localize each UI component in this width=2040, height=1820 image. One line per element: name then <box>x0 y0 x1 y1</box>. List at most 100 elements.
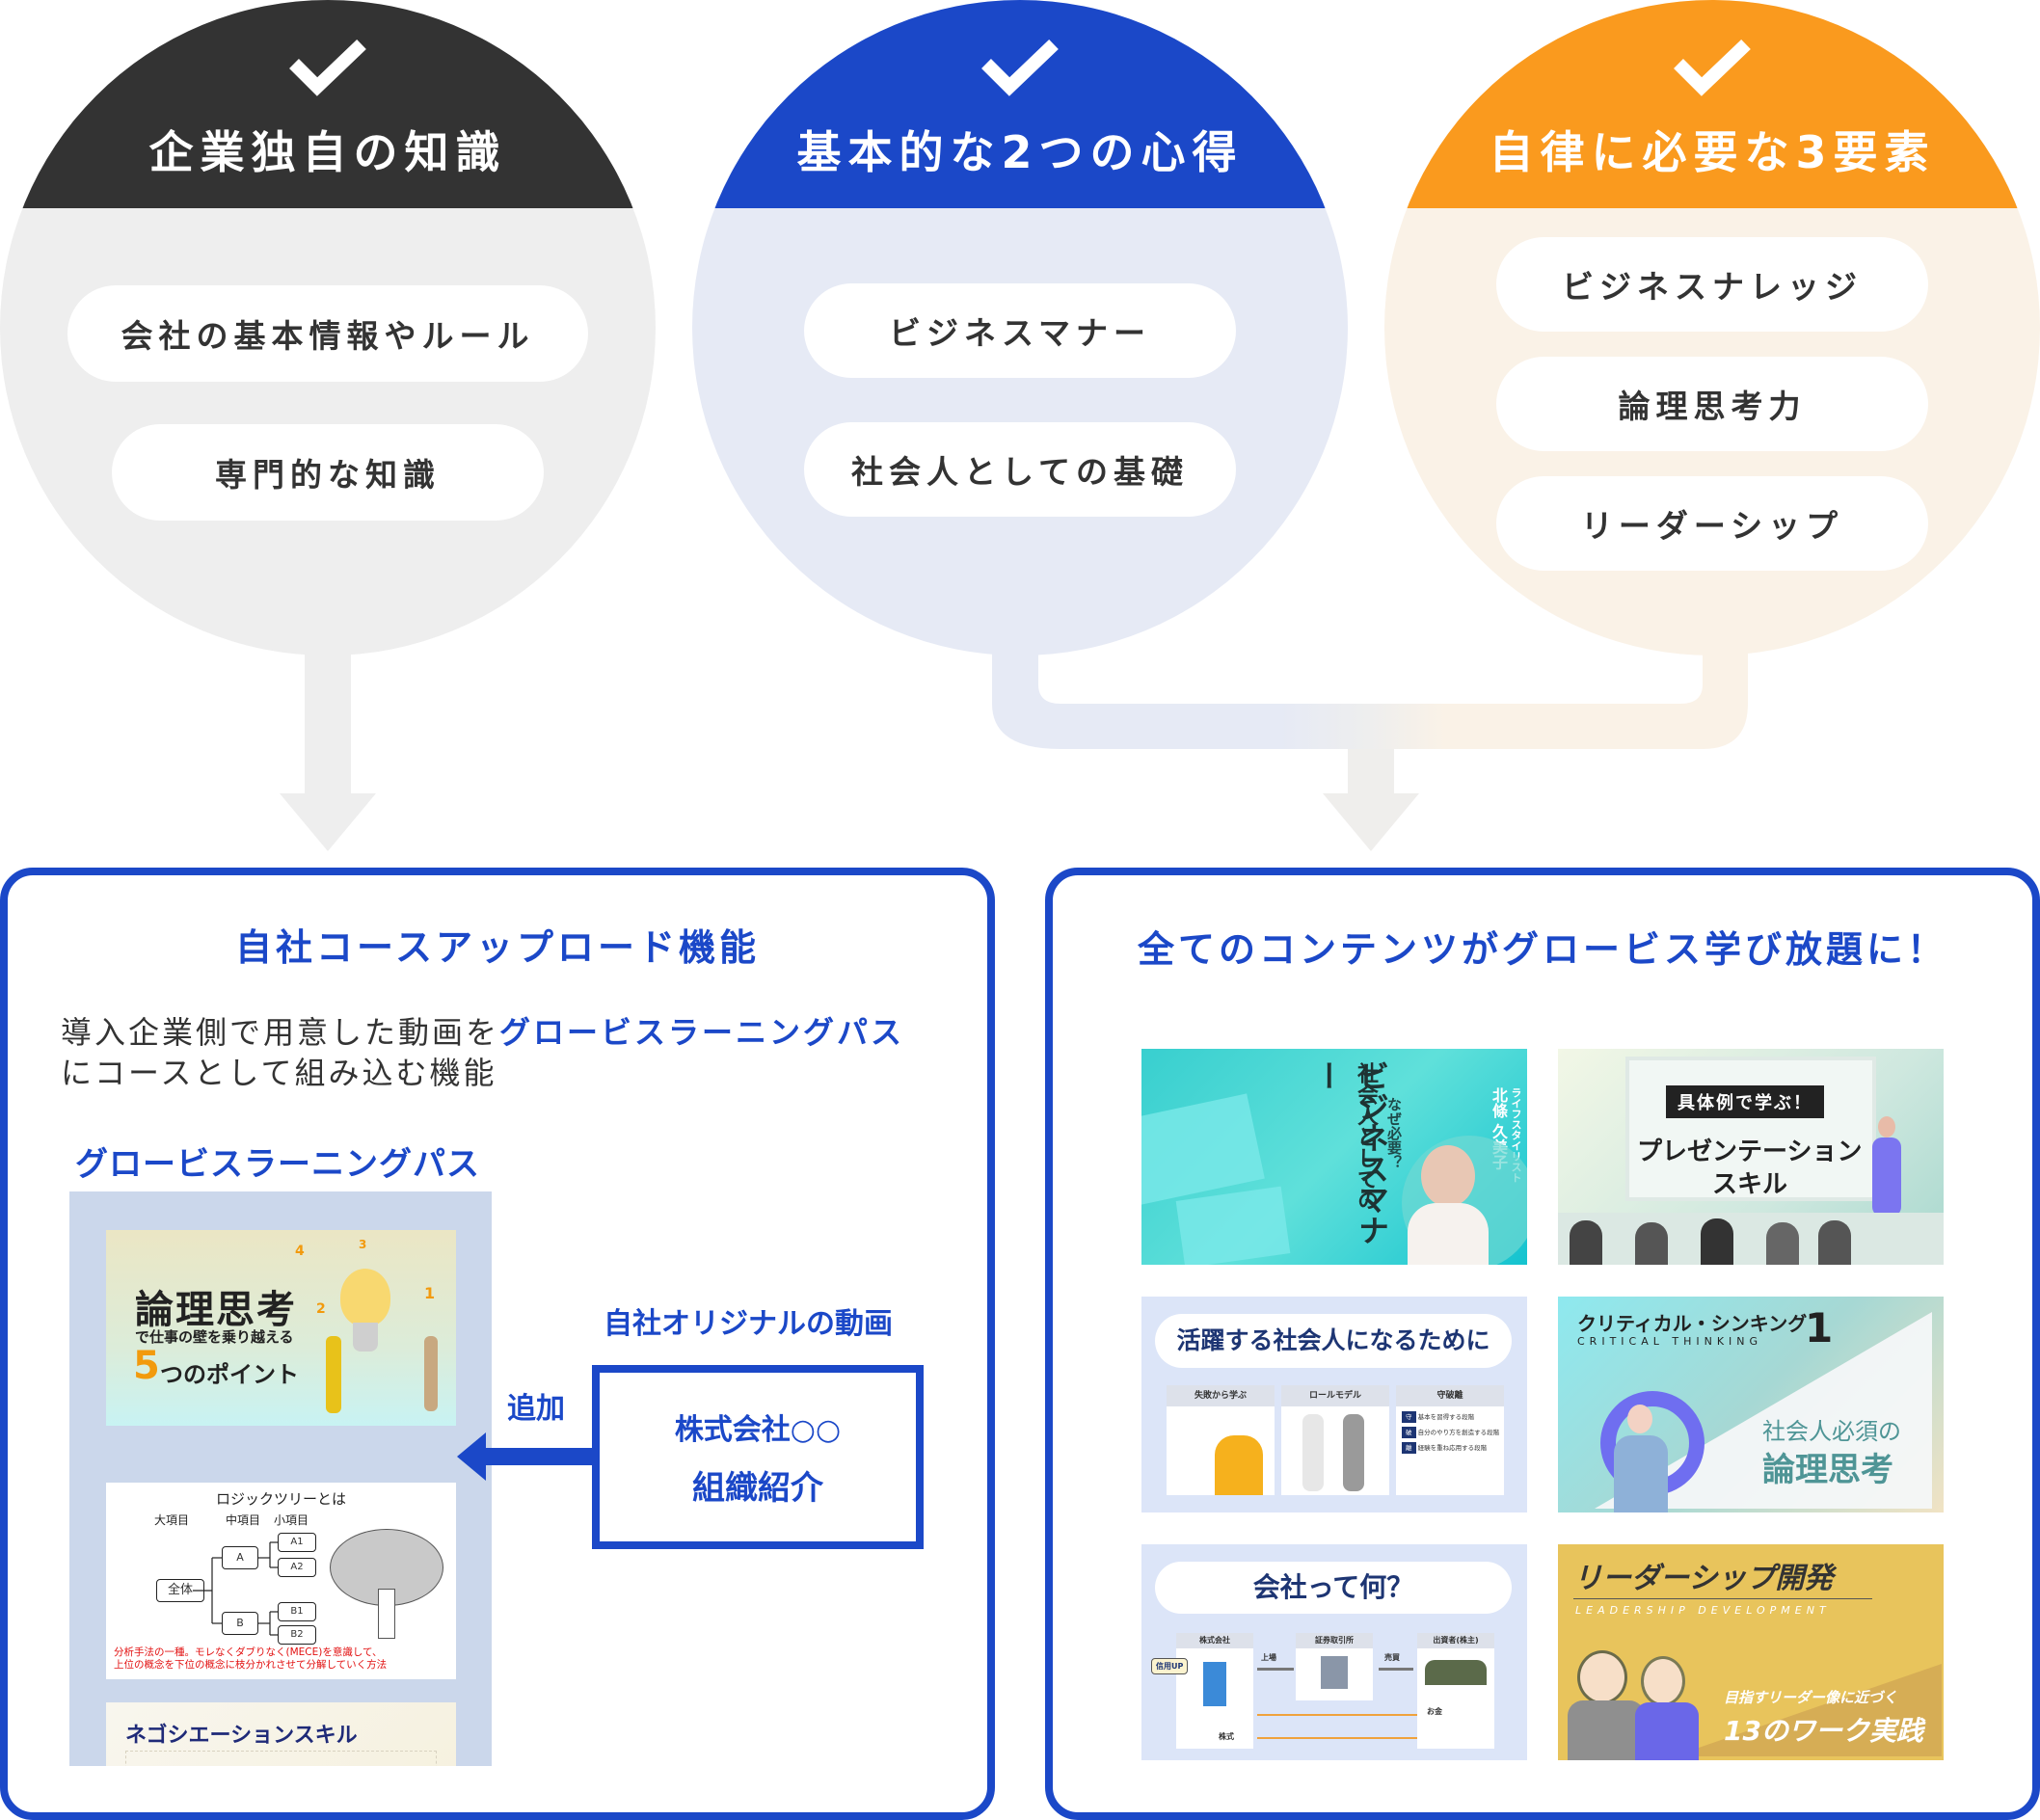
person-head <box>1627 1405 1652 1433</box>
thumb-title: リーダーシップ開発 <box>1573 1562 1834 1595</box>
thumb-title-en: LEADERSHIP DEVELOPMENT <box>1575 1604 1831 1617</box>
pill-item: ビジネスナレッジ <box>1496 237 1928 332</box>
tree-node: B2 <box>278 1625 316 1645</box>
tree-trunk <box>378 1589 395 1639</box>
thumb-subtitle: 論理思考 <box>1762 1451 1893 1489</box>
presenter-photo <box>1421 1145 1475 1207</box>
circle-company-knowledge: 企業独自の知識 会社の基本情報やルール 専門的な知識 <box>0 0 656 656</box>
thumb-number: 5 <box>133 1344 160 1388</box>
pill-item: ビジネスマナー <box>804 283 1236 378</box>
shareholders-icon <box>1425 1660 1487 1685</box>
thumb-title-en: CRITICAL THINKING <box>1577 1335 1763 1348</box>
circle-header: 基本的な2つの心得 <box>692 0 1348 208</box>
circle-title: 基本的な2つの心得 <box>796 126 1244 178</box>
audience-member <box>1635 1222 1668 1265</box>
description-text: 導入企業側で用意した動画を <box>61 1014 500 1051</box>
node-label: 株式会社 <box>1176 1633 1253 1648</box>
exchange-building-icon <box>1321 1656 1348 1689</box>
audience-member <box>1701 1218 1733 1265</box>
business-card-graphic <box>1141 1093 1265 1207</box>
level-label: 小項目 <box>274 1513 309 1527</box>
checkmark-icon <box>981 39 1059 96</box>
lightbulb-icon <box>336 1269 393 1375</box>
content-thumbnail[interactable]: リーダーシップ開発 LEADERSHIP DEVELOPMENT 目指すリーダー… <box>1558 1544 1944 1760</box>
badge: 1 <box>424 1284 436 1302</box>
thumb-number: 1 <box>1805 1304 1834 1352</box>
level-label: 中項目 <box>226 1513 261 1527</box>
tree-node: B1 <box>278 1602 316 1621</box>
info-card: 守破離 守 基本を習得する段階 破 自分のやり方を創造する段階 離 経験を重ね応… <box>1396 1385 1504 1495</box>
character-illustration <box>1302 1414 1324 1491</box>
thumb-badge: 具体例で学ぶ！ <box>1666 1085 1824 1118</box>
thumb-title: 会社って何？ <box>1155 1562 1512 1614</box>
node-label: 出資者(株主) <box>1417 1633 1494 1648</box>
thumb-title: ビジネスマナー <box>1309 1060 1390 1245</box>
presenter-figure <box>1872 1138 1901 1217</box>
step-text: 経験を重ね応用する段階 <box>1417 1444 1488 1452</box>
thumb-note: 分析手法の一種。モレなくダブりなく(MECE)を意識して、 上位の概念を下位の概… <box>114 1646 387 1672</box>
level-label: 大項目 <box>154 1513 190 1527</box>
course-thumbnail[interactable]: 論理思考 で仕事の壁を乗り越える 5 つのポイント 2 1 3 4 <box>106 1230 456 1426</box>
character-illustration <box>1343 1414 1364 1491</box>
accent-band <box>1674 1664 1942 1756</box>
platform-subheading: グロービスラーニングパス <box>75 1145 480 1184</box>
steps-list: 守 基本を習得する段階 破 自分のやり方を創造する段階 離 経験を重ね応用する段… <box>1402 1411 1499 1454</box>
pill-item: 社会人としての基礎 <box>804 422 1236 517</box>
panel-description: 導入企業側で用意した動画をグロービスラーニングパス にコースとして組み込む機能 <box>61 1012 904 1093</box>
content-thumbnail[interactable]: 会社って何？ 株式会社 信用UP 証券取引所 出資者(株主) 上場 売買 お金 … <box>1141 1544 1527 1760</box>
arrow-down-icon <box>1323 793 1419 851</box>
arrow-down-icon <box>280 793 376 851</box>
business-card-graphic <box>1175 1186 1291 1265</box>
original-video-label: 自社オリジナルの動画 <box>604 1307 893 1341</box>
tree-node: A1 <box>278 1533 316 1552</box>
thumb-title: ネゴシエーションスキル <box>125 1724 358 1748</box>
thumb-kicker: なぜ必要？ <box>1385 1097 1403 1169</box>
description-text: にコースとして組み込む機能 <box>61 1055 497 1091</box>
leader-body <box>1635 1702 1699 1760</box>
circle-header: 企業独自の知識 <box>0 0 656 208</box>
course-thumbnail[interactable]: ネゴシエーションスキル <box>106 1702 456 1766</box>
logic-tree-diagram <box>193 1541 278 1636</box>
circle-basic-mindset: 基本的な2つの心得 ビジネスマナー 社会人としての基礎 <box>692 0 1348 656</box>
thumb-title: 社会人としての <box>1354 1062 1378 1211</box>
card-header: 失敗から学ぶ <box>1167 1385 1275 1406</box>
panel-title: 自社コースアップロード機能 <box>234 926 761 969</box>
pill-item: 論理思考力 <box>1496 357 1928 451</box>
tree-node: 全体 <box>156 1579 204 1602</box>
character-illustration <box>1215 1435 1263 1495</box>
audience-row <box>1558 1213 1944 1265</box>
badge: 4 <box>295 1244 305 1259</box>
leader-head <box>1577 1650 1627 1704</box>
audience-member <box>1570 1220 1602 1265</box>
thumb-subtitle: 13のワーク実践 <box>1724 1715 1923 1747</box>
thumb-subtitle: 社会人必須の <box>1762 1418 1901 1445</box>
content-thumbnail[interactable]: 具体例で学ぶ！ プレゼンテーション スキル <box>1558 1049 1944 1265</box>
course-thumbnail[interactable]: ロジックツリーとは 大項目 中項目 小項目 全体 A B A1 A2 B1 B2… <box>106 1483 456 1679</box>
building-icon <box>1203 1662 1226 1706</box>
audience-member <box>1766 1222 1799 1265</box>
circle-title: 自律に必要な3要素 <box>1489 126 1936 178</box>
dashed-frame <box>125 1751 437 1766</box>
arrow-label: 上場 <box>1261 1653 1276 1662</box>
card-header: 守破離 <box>1396 1385 1504 1406</box>
card-header: ロールモデル <box>1281 1385 1389 1406</box>
content-thumbnail[interactable]: クリティカル・シンキング CRITICAL THINKING 1 社会人必須の … <box>1558 1297 1944 1512</box>
circle-autonomy-elements: 自律に必要な3要素 ビジネスナレッジ 論理思考力 リーダーシップ <box>1384 0 2040 656</box>
diagram-node: 出資者(株主) <box>1417 1633 1494 1749</box>
content-thumbnail[interactable]: なぜ必要？ 社会人としての ビジネスマナー ライフスタイリスト 北條 久美子 <box>1141 1049 1527 1265</box>
divider <box>1573 1598 1872 1599</box>
tree-node: B <box>222 1612 258 1635</box>
badge: 3 <box>359 1238 367 1251</box>
step-key: 守 <box>1402 1411 1416 1423</box>
content-thumbnail[interactable]: 活躍する社会人になるために 失敗から学ぶ ロールモデル 守破離 守 基本を習得す… <box>1141 1297 1527 1512</box>
pill-item: 専門的な知識 <box>112 424 544 521</box>
flow-label: 株式 <box>1219 1732 1234 1741</box>
course-list: 論理思考 で仕事の壁を乗り越える 5 つのポイント 2 1 3 4 ロジックツリ… <box>69 1191 492 1766</box>
leader-head <box>1641 1656 1685 1706</box>
tree-node: A2 <box>278 1558 316 1577</box>
arrow-label: 売買 <box>1384 1653 1400 1662</box>
presenter-head <box>1878 1116 1895 1138</box>
presenter-body <box>1408 1203 1489 1265</box>
arrow-left-icon <box>457 1432 595 1481</box>
diagram-node: 株式会社 <box>1176 1633 1253 1749</box>
